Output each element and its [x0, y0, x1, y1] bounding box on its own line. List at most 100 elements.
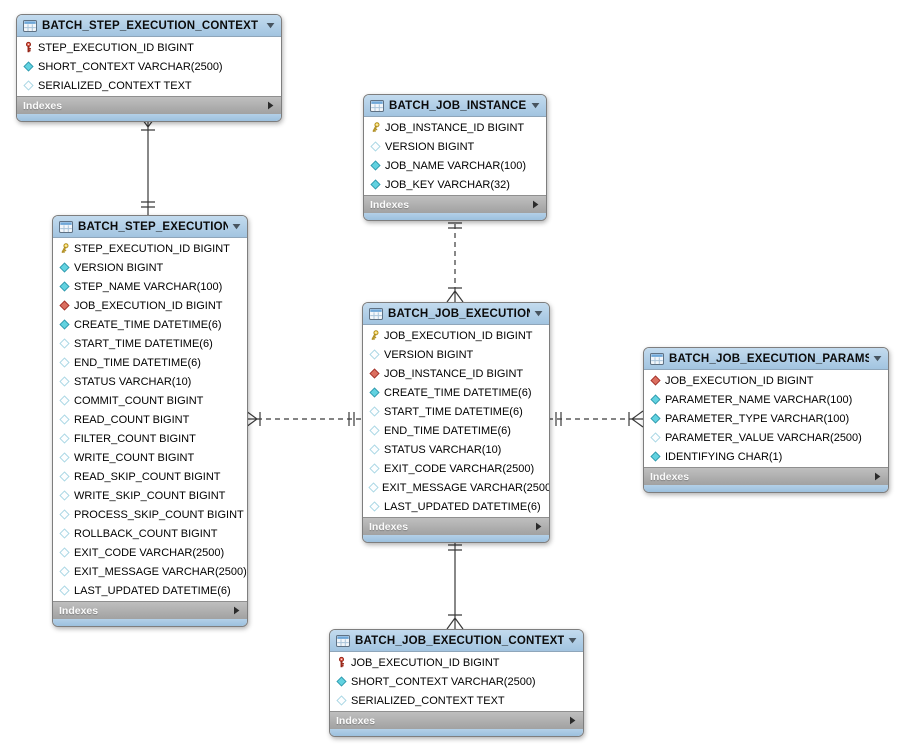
indexes-footer[interactable]: Indexes [364, 195, 546, 213]
table-header[interactable]: BATCH_JOB_EXECUTION_CONTEXT [330, 630, 583, 652]
column-row[interactable]: JOB_INSTANCE_ID BIGINT [363, 364, 549, 383]
column-label: VERSION BIGINT [74, 261, 164, 274]
column-row[interactable]: EXIT_CODE VARCHAR(2500) [363, 459, 549, 478]
table-header[interactable]: BATCH_JOB_INSTANCE [364, 95, 546, 117]
column-label: JOB_EXECUTION_ID BIGINT [74, 299, 223, 312]
indexes-footer[interactable]: Indexes [17, 96, 281, 114]
column-row[interactable]: LAST_UPDATED DATETIME(6) [363, 497, 549, 516]
table-batch-job-execution-context[interactable]: BATCH_JOB_EXECUTION_CONTEXT JOB_EXECUTION… [329, 629, 584, 737]
column-label: READ_COUNT BIGINT [74, 413, 190, 426]
indexes-footer[interactable]: Indexes [53, 601, 247, 619]
collapse-arrow-icon[interactable] [531, 102, 540, 109]
relationship-batch-job-execution--batch-job-execution-context[interactable] [446, 537, 464, 630]
column-row[interactable]: STATUS VARCHAR(10) [53, 372, 247, 391]
indexes-footer[interactable]: Indexes [363, 517, 549, 535]
column-row[interactable]: JOB_KEY VARCHAR(32) [364, 175, 546, 194]
table-grid-icon [369, 307, 383, 320]
indexes-footer[interactable]: Indexes [644, 467, 888, 485]
collapse-arrow-icon[interactable] [534, 310, 543, 317]
expand-arrow-icon[interactable] [569, 716, 576, 725]
collapse-arrow-icon[interactable] [266, 22, 275, 29]
table-header[interactable]: BATCH_STEP_EXECUTION [53, 216, 247, 238]
column-row[interactable]: STATUS VARCHAR(10) [363, 440, 549, 459]
column-row[interactable]: PARAMETER_VALUE VARCHAR(2500) [644, 428, 888, 447]
column-label: VERSION BIGINT [385, 140, 475, 153]
column-label: EXIT_CODE VARCHAR(2500) [74, 546, 225, 559]
diamond-nullable-icon [58, 585, 71, 596]
column-row[interactable]: START_TIME DATETIME(6) [363, 402, 549, 421]
table-title: BATCH_JOB_EXECUTION_CONTEXT [355, 634, 564, 647]
column-label: PROCESS_SKIP_COUNT BIGINT [74, 508, 244, 521]
column-row[interactable]: EXIT_MESSAGE VARCHAR(2500) [53, 562, 247, 581]
collapse-arrow-icon[interactable] [232, 223, 241, 230]
relationship-batch-job-execution--batch-job-execution-params[interactable] [548, 410, 644, 428]
table-header[interactable]: BATCH_STEP_EXECUTION_CONTEXT [17, 15, 281, 37]
key-pk-icon [368, 329, 381, 342]
column-row[interactable]: STEP_EXECUTION_ID BIGINT [17, 38, 281, 57]
expand-arrow-icon[interactable] [874, 472, 881, 481]
column-row[interactable]: JOB_EXECUTION_ID BIGINT [363, 326, 549, 345]
column-row[interactable]: LAST_UPDATED DATETIME(6) [53, 581, 247, 600]
column-row[interactable]: SHORT_CONTEXT VARCHAR(2500) [17, 57, 281, 76]
relationship-batch-step-execution--batch-job-execution[interactable] [245, 410, 362, 428]
relationship-batch-job-instance--batch-job-execution[interactable] [446, 215, 464, 303]
column-row[interactable]: FILTER_COUNT BIGINT [53, 429, 247, 448]
column-row[interactable]: JOB_NAME VARCHAR(100) [364, 156, 546, 175]
column-row[interactable]: CREATE_TIME DATETIME(6) [53, 315, 247, 334]
collapse-arrow-icon[interactable] [568, 637, 577, 644]
column-row[interactable]: START_TIME DATETIME(6) [53, 334, 247, 353]
column-row[interactable]: END_TIME DATETIME(6) [363, 421, 549, 440]
table-grid-icon [23, 19, 37, 32]
column-row[interactable]: CREATE_TIME DATETIME(6) [363, 383, 549, 402]
column-row[interactable]: WRITE_COUNT BIGINT [53, 448, 247, 467]
column-row[interactable]: IDENTIFYING CHAR(1) [644, 447, 888, 466]
column-row[interactable]: SERIALIZED_CONTEXT TEXT [330, 691, 583, 710]
expand-arrow-icon[interactable] [267, 101, 274, 110]
column-label: STEP_NAME VARCHAR(100) [74, 280, 223, 293]
column-row[interactable]: JOB_EXECUTION_ID BIGINT [53, 296, 247, 315]
diamond-nullable-icon [58, 490, 71, 501]
column-row[interactable]: SHORT_CONTEXT VARCHAR(2500) [330, 672, 583, 691]
column-row[interactable]: VERSION BIGINT [364, 137, 546, 156]
column-row[interactable]: READ_SKIP_COUNT BIGINT [53, 467, 247, 486]
relationship-batch-step-execution-context--batch-step-execution[interactable] [139, 115, 157, 215]
diamond-notnull-icon [369, 179, 382, 190]
column-row[interactable]: VERSION BIGINT [363, 345, 549, 364]
diamond-fk-icon [58, 300, 71, 311]
column-row[interactable]: WRITE_SKIP_COUNT BIGINT [53, 486, 247, 505]
column-row[interactable]: JOB_EXECUTION_ID BIGINT [330, 653, 583, 672]
table-bottom-strip [644, 485, 888, 492]
expand-arrow-icon[interactable] [535, 522, 542, 531]
table-header[interactable]: BATCH_JOB_EXECUTION [363, 303, 549, 325]
column-row[interactable]: VERSION BIGINT [53, 258, 247, 277]
column-row[interactable]: ROLLBACK_COUNT BIGINT [53, 524, 247, 543]
column-row[interactable]: END_TIME DATETIME(6) [53, 353, 247, 372]
column-row[interactable]: JOB_INSTANCE_ID BIGINT [364, 118, 546, 137]
column-row[interactable]: STEP_EXECUTION_ID BIGINT [53, 239, 247, 258]
column-row[interactable]: EXIT_MESSAGE VARCHAR(2500) [363, 478, 549, 497]
collapse-arrow-icon[interactable] [873, 355, 882, 362]
indexes-footer[interactable]: Indexes [330, 711, 583, 729]
diamond-notnull-icon [368, 387, 381, 398]
column-row[interactable]: COMMIT_COUNT BIGINT [53, 391, 247, 410]
column-row[interactable]: SERIALIZED_CONTEXT TEXT [17, 76, 281, 95]
expand-arrow-icon[interactable] [532, 200, 539, 209]
diamond-nullable-icon [58, 471, 71, 482]
diamond-nullable-icon [58, 338, 71, 349]
column-row[interactable]: READ_COUNT BIGINT [53, 410, 247, 429]
expand-arrow-icon[interactable] [233, 606, 240, 615]
column-row[interactable]: JOB_EXECUTION_ID BIGINT [644, 371, 888, 390]
diamond-nullable-icon [58, 528, 71, 539]
column-row[interactable]: PROCESS_SKIP_COUNT BIGINT [53, 505, 247, 524]
column-row[interactable]: STEP_NAME VARCHAR(100) [53, 277, 247, 296]
column-row[interactable]: EXIT_CODE VARCHAR(2500) [53, 543, 247, 562]
table-header[interactable]: BATCH_JOB_EXECUTION_PARAMS [644, 348, 888, 370]
column-row[interactable]: PARAMETER_TYPE VARCHAR(100) [644, 409, 888, 428]
column-row[interactable]: PARAMETER_NAME VARCHAR(100) [644, 390, 888, 409]
diamond-nullable-icon [368, 482, 379, 493]
